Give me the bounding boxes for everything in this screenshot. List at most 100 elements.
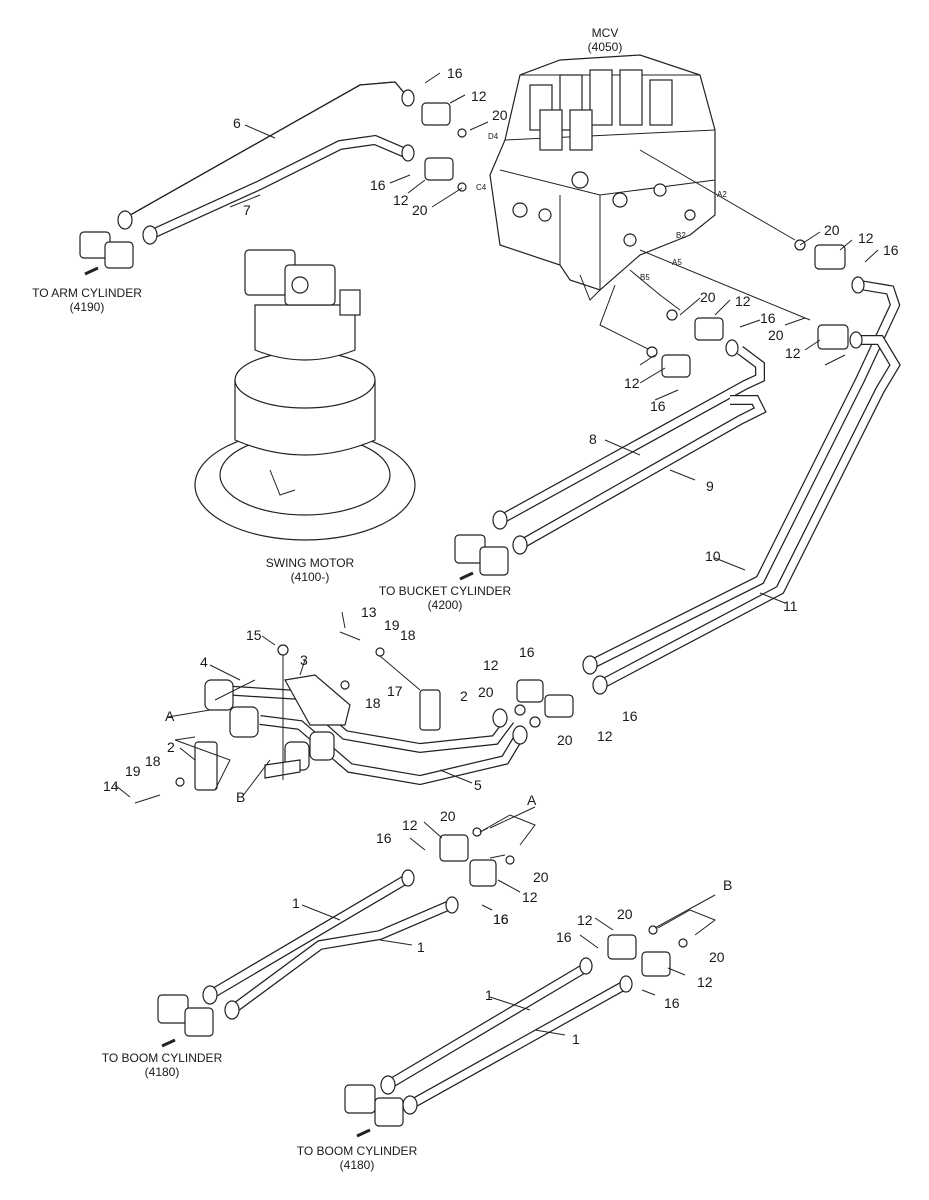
callout-20: 20 xyxy=(709,949,725,965)
callout-1: 1 xyxy=(417,939,425,955)
callout-20: 20 xyxy=(768,327,784,343)
mcv-valve xyxy=(489,54,716,301)
bucket-cylinder-code: (4200) xyxy=(428,598,463,612)
callout-2: 2 xyxy=(460,688,468,704)
callout-4: 4 xyxy=(200,654,208,670)
port-d4: D4 xyxy=(488,132,499,141)
callout-18: 18 xyxy=(145,753,161,769)
callout-16: 16 xyxy=(447,65,463,81)
callout-5: 5 xyxy=(474,777,482,793)
callout-15: 15 xyxy=(246,627,262,643)
ref-b: B xyxy=(236,789,245,805)
leader-line xyxy=(629,269,681,311)
port-c4: C4 xyxy=(476,183,487,192)
boom-arrow-2 xyxy=(356,1128,371,1138)
callout-12: 12 xyxy=(577,912,593,928)
swing-motor-label: SWING MOTOR xyxy=(266,556,355,570)
pipe-assembly xyxy=(134,631,574,804)
callout-16: 16 xyxy=(622,708,638,724)
callout-12: 12 xyxy=(471,88,487,104)
arm-flanges xyxy=(79,102,467,269)
callout-20: 20 xyxy=(412,202,428,218)
callout-7: 7 xyxy=(243,202,251,218)
callout-12: 12 xyxy=(483,657,499,673)
callout-20: 20 xyxy=(492,107,508,123)
callout-1: 1 xyxy=(572,1031,580,1047)
callout-19: 19 xyxy=(384,617,400,633)
boom-arrow-1 xyxy=(161,1038,176,1048)
bucket-hoses xyxy=(454,239,806,576)
callout-18: 18 xyxy=(400,627,416,643)
arm-arrow xyxy=(84,266,99,276)
callout-16: 16 xyxy=(760,310,776,326)
boom-hoses-left xyxy=(157,827,515,1037)
callout-16: 16 xyxy=(650,398,666,414)
callout-12: 12 xyxy=(735,293,751,309)
callout-20: 20 xyxy=(478,684,494,700)
bucket-cylinder-label: TO BUCKET CYLINDER xyxy=(379,584,512,598)
callout-16: 16 xyxy=(556,929,572,945)
boom-cylinder-label-2: TO BOOM CYLINDER xyxy=(297,1144,418,1158)
callout-12: 12 xyxy=(522,889,538,905)
boom-cylinder-code-2: (4180) xyxy=(340,1158,375,1172)
callout-2: 2 xyxy=(167,739,175,755)
swing-motor xyxy=(194,249,416,541)
port-b5: B5 xyxy=(640,273,650,282)
callout-16: 16 xyxy=(883,242,899,258)
callout-12: 12 xyxy=(697,974,713,990)
callout-13: 13 xyxy=(361,604,377,620)
callout-19: 19 xyxy=(125,763,141,779)
arm-hoses xyxy=(117,81,415,245)
callout-20: 20 xyxy=(700,289,716,305)
callout-1: 1 xyxy=(485,987,493,1003)
callout-18: 18 xyxy=(365,695,381,711)
callout-20: 20 xyxy=(557,732,573,748)
leader-line xyxy=(639,249,811,321)
callout-9: 9 xyxy=(706,478,714,494)
port-a5: A5 xyxy=(672,258,682,267)
port-b2: B2 xyxy=(676,231,686,240)
port-a2: A2 xyxy=(717,190,727,199)
leader-line xyxy=(639,149,796,241)
callout-16: 16 xyxy=(493,911,509,927)
callout-14: 14 xyxy=(103,778,119,794)
ref-b: B xyxy=(723,877,732,893)
callout-16: 16 xyxy=(493,911,509,927)
leader-line xyxy=(599,284,651,351)
boom-hoses-right xyxy=(344,925,688,1127)
callout-12: 12 xyxy=(393,192,409,208)
arm-cylinder-code: (4190) xyxy=(70,300,105,314)
callout-20: 20 xyxy=(533,869,549,885)
callout-16: 16 xyxy=(664,995,680,1011)
callout-12: 12 xyxy=(858,230,874,246)
mcv-label: MCV xyxy=(592,26,619,40)
callout-16: 16 xyxy=(370,177,386,193)
boom-cylinder-label-1: TO BOOM CYLINDER xyxy=(102,1051,223,1065)
callout-3: 3 xyxy=(300,652,308,668)
callout-12: 12 xyxy=(624,375,640,391)
callout-20: 20 xyxy=(824,222,840,238)
callout-16: 16 xyxy=(519,644,535,660)
callout-1: 1 xyxy=(292,895,300,911)
long-hoses xyxy=(582,244,901,695)
callout-leaders xyxy=(114,72,879,1036)
arm-cylinder-label: TO ARM CYLINDER xyxy=(32,286,142,300)
callout-17: 17 xyxy=(387,683,403,699)
callout-20: 20 xyxy=(617,906,633,922)
ref-a: A xyxy=(165,708,175,724)
boom-cylinder-code-1: (4180) xyxy=(145,1065,180,1079)
callout-12: 12 xyxy=(402,817,418,833)
callout-16: 16 xyxy=(376,830,392,846)
callout-6: 6 xyxy=(233,115,241,131)
callout-11: 11 xyxy=(783,598,798,614)
callout-8: 8 xyxy=(589,431,597,447)
mcv-code: (4050) xyxy=(588,40,623,54)
ref-a: A xyxy=(527,792,537,808)
callout-20: 20 xyxy=(440,808,456,824)
callout-12: 12 xyxy=(785,345,801,361)
callout-12: 12 xyxy=(597,728,613,744)
bucket-arrow xyxy=(459,571,474,581)
callout-10: 10 xyxy=(705,548,721,564)
